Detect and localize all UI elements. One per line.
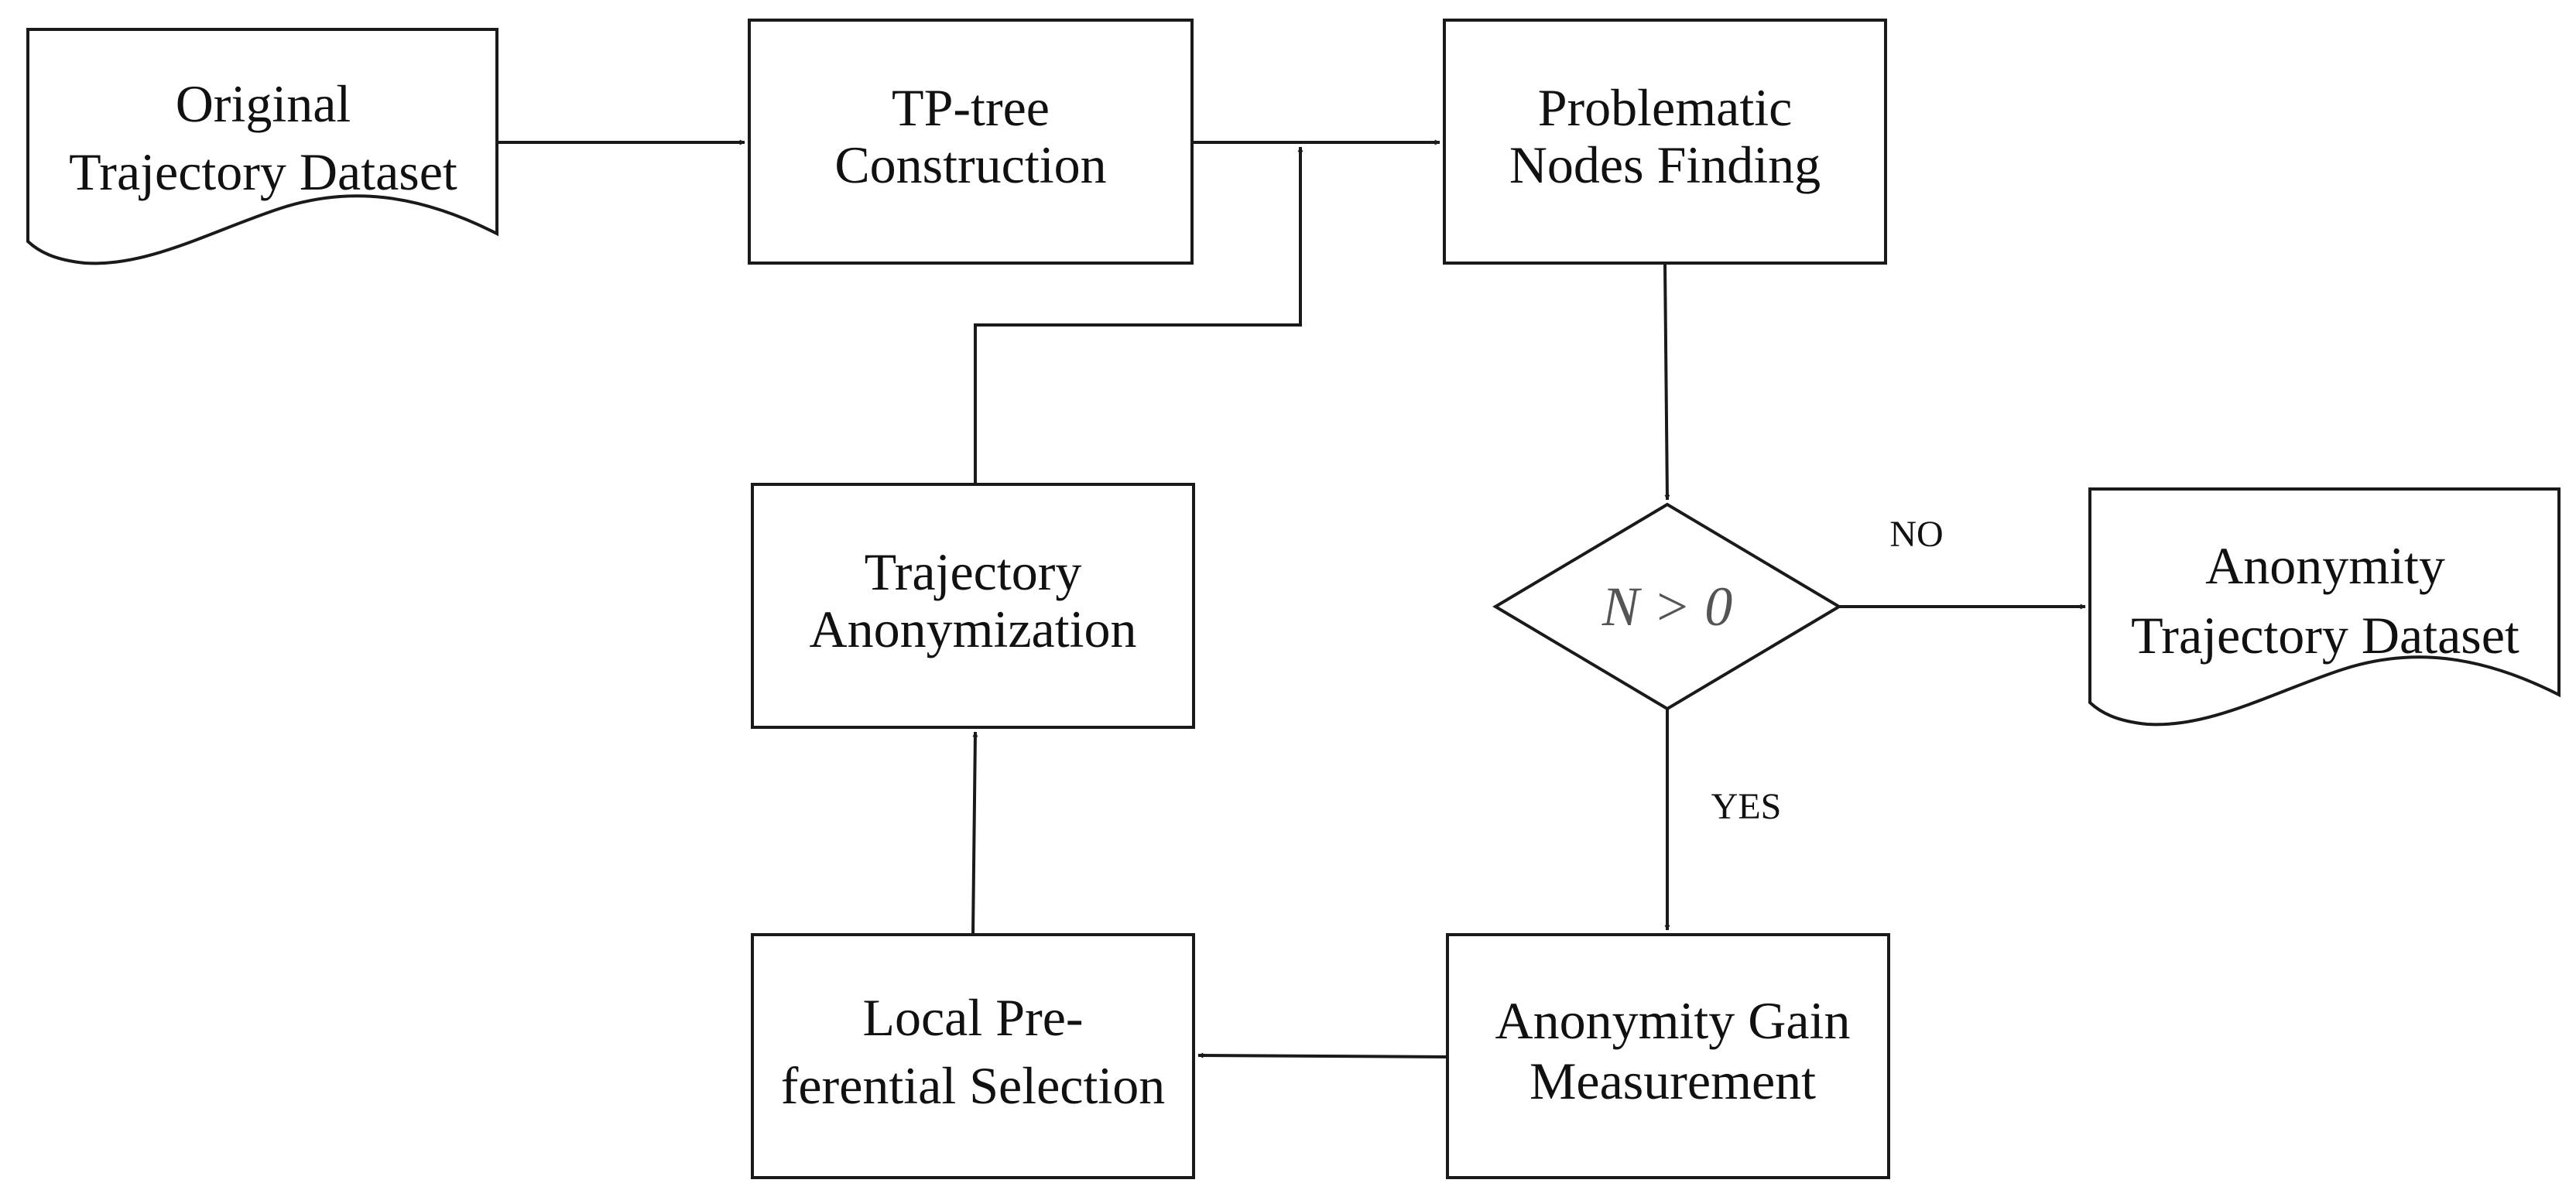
decision-node: N > 0 <box>1492 502 1842 711</box>
edge-anonymization-feedback-loop <box>974 146 1303 484</box>
edge-problematic-to-decision <box>1663 262 1670 501</box>
problematic-nodes-line1: Problematic <box>1538 78 1793 137</box>
gain-measurement-line2: Measurement <box>1530 1052 1816 1110</box>
local-selection-line1: Local Pre- <box>862 988 1083 1047</box>
anonymity-dataset-node: Anonymity Trajectory Dataset <box>2088 487 2561 727</box>
original-dataset-line1: Original <box>176 74 351 133</box>
edge-label-yes: YES <box>1711 786 1782 827</box>
problematic-nodes-finding-node: Problematic Nodes Finding <box>1443 19 1887 265</box>
decision-label: N > 0 <box>1601 576 1733 638</box>
trajectory-anonymization-line2: Anonymization <box>809 600 1136 658</box>
anonymity-dataset-line2: Trajectory Dataset <box>2131 606 2519 665</box>
edge-label-no: NO <box>1889 514 1943 555</box>
trajectory-anonymization-node: Trajectory Anonymization <box>751 483 1195 729</box>
problematic-nodes-line2: Nodes Finding <box>1509 135 1821 194</box>
original-dataset-line2: Trajectory Dataset <box>69 142 457 201</box>
edge-gain-to-local-selection <box>1197 1052 1448 1058</box>
original-dataset-node: Original Trajectory Dataset <box>26 28 498 265</box>
local-preferential-selection-node: Local Pre- ferential Selection <box>751 933 1195 1179</box>
trajectory-anonymization-line1: Trajectory <box>865 542 1082 601</box>
tp-tree-line2: Construction <box>834 135 1106 194</box>
local-selection-line2: ferential Selection <box>781 1056 1166 1115</box>
anonymity-dataset-line1: Anonymity <box>2205 536 2445 595</box>
edge-local-selection-to-anonymization <box>971 731 978 935</box>
tp-tree-construction-node: TP-tree Construction <box>748 19 1194 265</box>
anonymity-gain-measurement-node: Anonymity Gain Measurement <box>1446 933 1890 1179</box>
gain-measurement-line1: Anonymity Gain <box>1495 991 1851 1050</box>
tp-tree-line1: TP-tree <box>892 78 1050 137</box>
